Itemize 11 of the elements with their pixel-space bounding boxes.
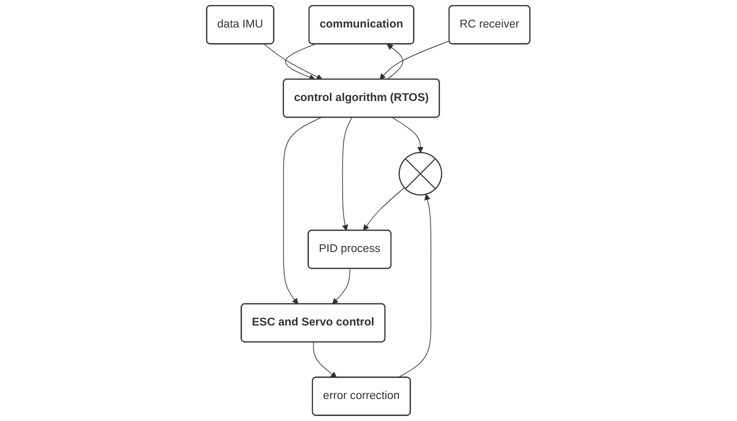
arrow [398,194,432,378]
arrow [363,187,405,231]
arrow [386,44,404,80]
arrow [283,117,322,304]
arrow [392,117,424,153]
arrow [313,342,338,378]
arrow [380,40,450,80]
arrow [332,268,351,304]
arrow [342,117,353,231]
arrow [285,44,316,80]
arrow [264,44,323,80]
